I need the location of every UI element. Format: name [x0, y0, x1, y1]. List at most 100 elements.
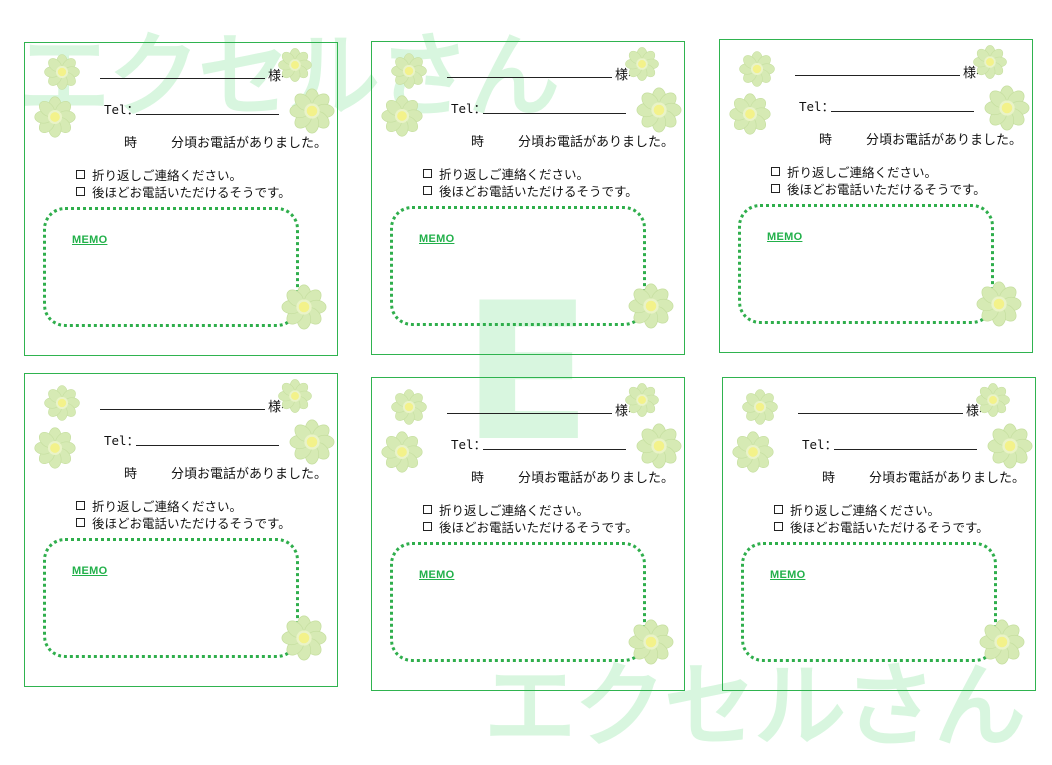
checkbox-callback[interactable] — [76, 170, 85, 179]
flower-icon — [636, 423, 682, 469]
hour-label: 時 — [124, 467, 138, 482]
memo-card: 様へ Tel： 時 分頃お電話がありました。 折り返しご連絡ください。 後ほどお… — [24, 42, 338, 356]
memo-card: 様へ Tel： 時 分頃お電話がありました。 折り返しご連絡ください。 後ほどお… — [371, 41, 685, 355]
checkbox-callback[interactable] — [76, 501, 85, 510]
memo-box[interactable] — [43, 538, 299, 658]
recipient-name-line[interactable] — [795, 75, 960, 76]
check-call-later-label: 後ほどお電話いただけるそうです。 — [92, 185, 291, 200]
recipient-name-line[interactable] — [100, 409, 265, 410]
recipient-name-line[interactable] — [798, 413, 963, 414]
tel-label: Tel： — [802, 437, 838, 452]
checkbox-callback[interactable] — [423, 169, 432, 178]
flower-icon — [729, 93, 771, 135]
check-callback-label: 折り返しご連絡ください。 — [787, 165, 938, 180]
check-row-call-later: 後ほどお電話いただけるそうです。 — [423, 517, 638, 536]
check-row-call-later: 後ほどお電話いただけるそうです。 — [771, 179, 986, 198]
check-row-call-later: 後ほどお電話いただけるそうです。 — [76, 513, 291, 532]
tel-label: Tel： — [451, 101, 487, 116]
tel-line[interactable] — [831, 111, 974, 112]
checkbox-call-later[interactable] — [774, 522, 783, 531]
flower-icon — [625, 383, 659, 417]
check-callback-label: 折り返しご連絡ください。 — [790, 503, 941, 518]
flower-icon — [44, 54, 80, 90]
checkbox-call-later[interactable] — [771, 184, 780, 193]
memo-label: MEMO — [72, 565, 108, 577]
tel-label: Tel： — [799, 99, 835, 114]
check-call-later-label: 後ほどお電話いただけるそうです。 — [787, 182, 986, 197]
call-time-message: 分頃お電話がありました。 — [171, 136, 328, 151]
tel-label: Tel： — [451, 437, 487, 452]
flower-icon — [281, 284, 327, 330]
check-call-later-label: 後ほどお電話いただけるそうです。 — [439, 184, 638, 199]
check-callback-label: 折り返しご連絡ください。 — [92, 168, 243, 183]
memo-box[interactable] — [390, 542, 646, 662]
memo-box[interactable] — [390, 206, 646, 326]
hour-label: 時 — [822, 471, 836, 486]
flower-icon — [628, 619, 674, 665]
flower-icon — [732, 431, 774, 473]
flower-icon — [636, 87, 682, 133]
flower-icon — [281, 615, 327, 661]
checkbox-callback[interactable] — [423, 505, 432, 514]
check-row-callback: 折り返しご連絡ください。 — [423, 164, 589, 183]
check-call-later-label: 後ほどお電話いただけるそうです。 — [92, 516, 291, 531]
flower-icon — [381, 95, 423, 137]
memo-box[interactable] — [43, 207, 299, 327]
flower-icon — [976, 281, 1022, 327]
memo-box[interactable] — [741, 542, 997, 662]
check-callback-label: 折り返しご連絡ください。 — [439, 503, 590, 518]
call-time-message: 分頃お電話がありました。 — [518, 471, 675, 486]
memo-box[interactable] — [738, 204, 994, 324]
check-row-callback: 折り返しご連絡ください。 — [423, 500, 589, 519]
check-row-callback: 折り返しご連絡ください。 — [771, 162, 937, 181]
checkbox-callback[interactable] — [771, 167, 780, 176]
recipient-name-line[interactable] — [447, 77, 612, 78]
hour-label: 時 — [471, 471, 485, 486]
checkbox-call-later[interactable] — [423, 522, 432, 531]
flower-icon — [278, 48, 312, 82]
tel-line[interactable] — [136, 445, 279, 446]
memo-label: MEMO — [72, 234, 108, 246]
memo-card: 様へ Tel： 時 分頃お電話がありました。 折り返しご連絡ください。 後ほどお… — [24, 373, 338, 687]
memo-card: 様へ Tel： 時 分頃お電話がありました。 折り返しご連絡ください。 後ほどお… — [719, 39, 1033, 353]
flower-icon — [628, 283, 674, 329]
call-time-message: 分頃お電話がありました。 — [518, 135, 675, 150]
checkbox-call-later[interactable] — [76, 518, 85, 527]
checkbox-call-later[interactable] — [76, 187, 85, 196]
flower-icon — [984, 85, 1030, 131]
flower-icon — [34, 96, 76, 138]
flower-icon — [289, 88, 335, 134]
check-callback-label: 折り返しご連絡ください。 — [92, 499, 243, 514]
flower-icon — [979, 619, 1025, 665]
recipient-name-line[interactable] — [100, 78, 265, 79]
flower-icon — [391, 389, 427, 425]
memo-card: 様へ Tel： 時 分頃お電話がありました。 折り返しご連絡ください。 後ほどお… — [371, 377, 685, 691]
flower-icon — [987, 423, 1033, 469]
check-row-call-later: 後ほどお電話いただけるそうです。 — [76, 182, 291, 201]
checkbox-callback[interactable] — [774, 505, 783, 514]
flower-icon — [625, 47, 659, 81]
hour-label: 時 — [124, 136, 138, 151]
flower-icon — [391, 53, 427, 89]
check-row-call-later: 後ほどお電話いただけるそうです。 — [423, 181, 638, 200]
tel-line[interactable] — [834, 449, 977, 450]
tel-line[interactable] — [483, 449, 626, 450]
flower-icon — [973, 45, 1007, 79]
flower-icon — [34, 427, 76, 469]
call-time-message: 分頃お電話がありました。 — [171, 467, 328, 482]
recipient-name-line[interactable] — [447, 413, 612, 414]
hour-label: 時 — [819, 133, 833, 148]
tel-line[interactable] — [136, 114, 279, 115]
memo-label: MEMO — [770, 569, 806, 581]
check-row-callback: 折り返しご連絡ください。 — [76, 496, 242, 515]
memo-label: MEMO — [419, 569, 455, 581]
flower-icon — [976, 383, 1010, 417]
memo-label: MEMO — [767, 231, 803, 243]
memo-label: MEMO — [419, 233, 455, 245]
tel-line[interactable] — [483, 113, 626, 114]
call-time-message: 分頃お電話がありました。 — [866, 133, 1023, 148]
checkbox-call-later[interactable] — [423, 186, 432, 195]
tel-label: Tel： — [104, 433, 140, 448]
tel-label: Tel： — [104, 102, 140, 117]
check-row-call-later: 後ほどお電話いただけるそうです。 — [774, 517, 989, 536]
